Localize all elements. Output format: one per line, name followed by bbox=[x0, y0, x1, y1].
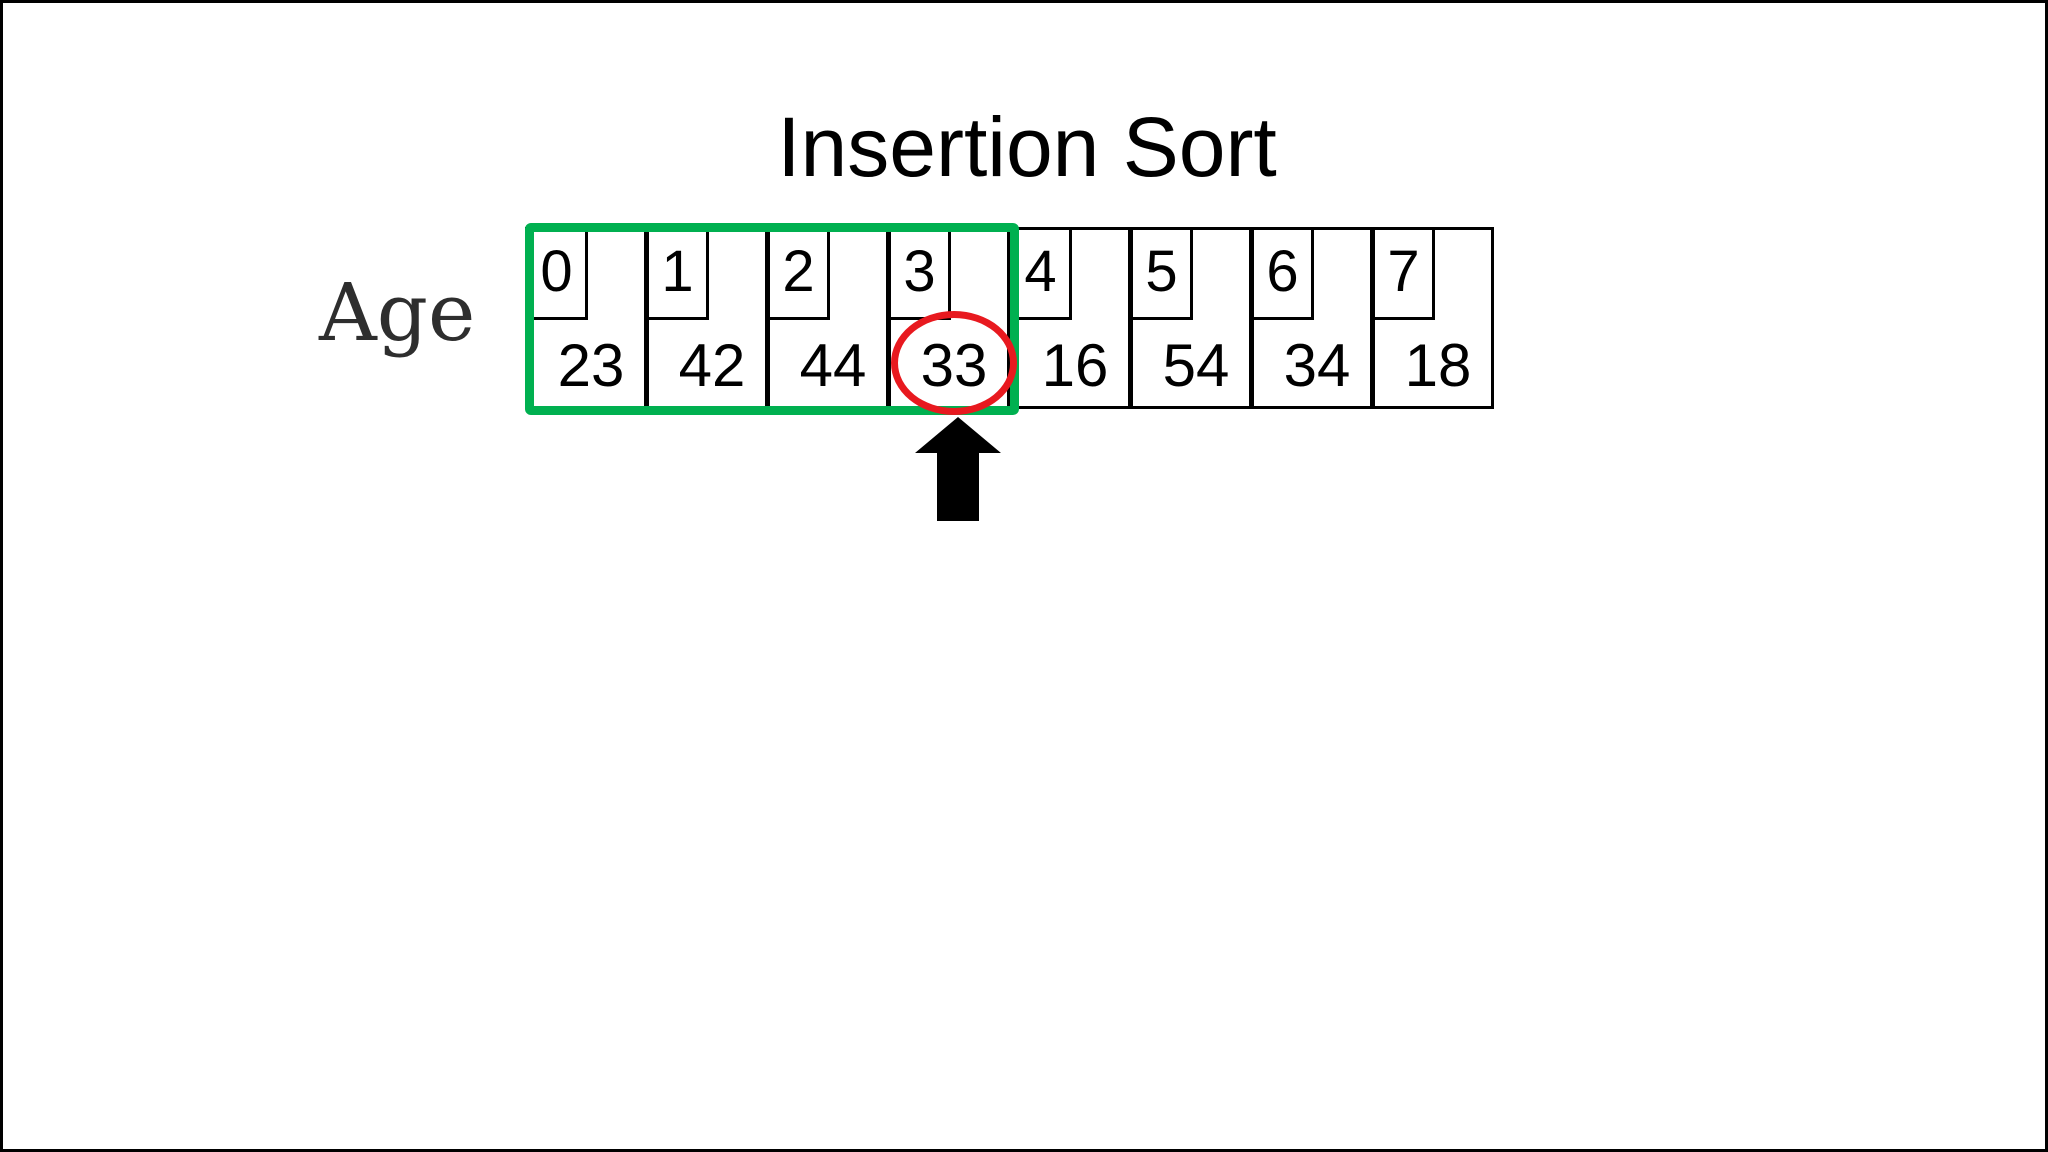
cell-index: 7 bbox=[1372, 227, 1435, 320]
cell-value: 44 bbox=[799, 332, 867, 399]
cell-index: 5 bbox=[1130, 227, 1193, 320]
up-arrow-icon bbox=[915, 417, 1001, 521]
sorted-region-outline bbox=[525, 223, 1019, 415]
current-element-circle bbox=[891, 311, 1017, 415]
cell-index: 2 bbox=[767, 227, 830, 320]
cell-index: 4 bbox=[1009, 227, 1072, 320]
cell-index: 1 bbox=[646, 227, 709, 320]
cell-value: 54 bbox=[1162, 332, 1230, 399]
cell-value: 23 bbox=[557, 332, 625, 399]
array-label: Age bbox=[319, 266, 476, 359]
cell-value: 18 bbox=[1404, 332, 1472, 399]
up-arrow-shape bbox=[915, 417, 1001, 521]
cell-index: 6 bbox=[1251, 227, 1314, 320]
cell-value: 34 bbox=[1283, 332, 1351, 399]
cell-value: 42 bbox=[678, 332, 746, 399]
cell-value: 16 bbox=[1041, 332, 1109, 399]
slide-title: Insertion Sort bbox=[3, 95, 2045, 199]
slide-title-text: Insertion Sort bbox=[777, 100, 1277, 194]
